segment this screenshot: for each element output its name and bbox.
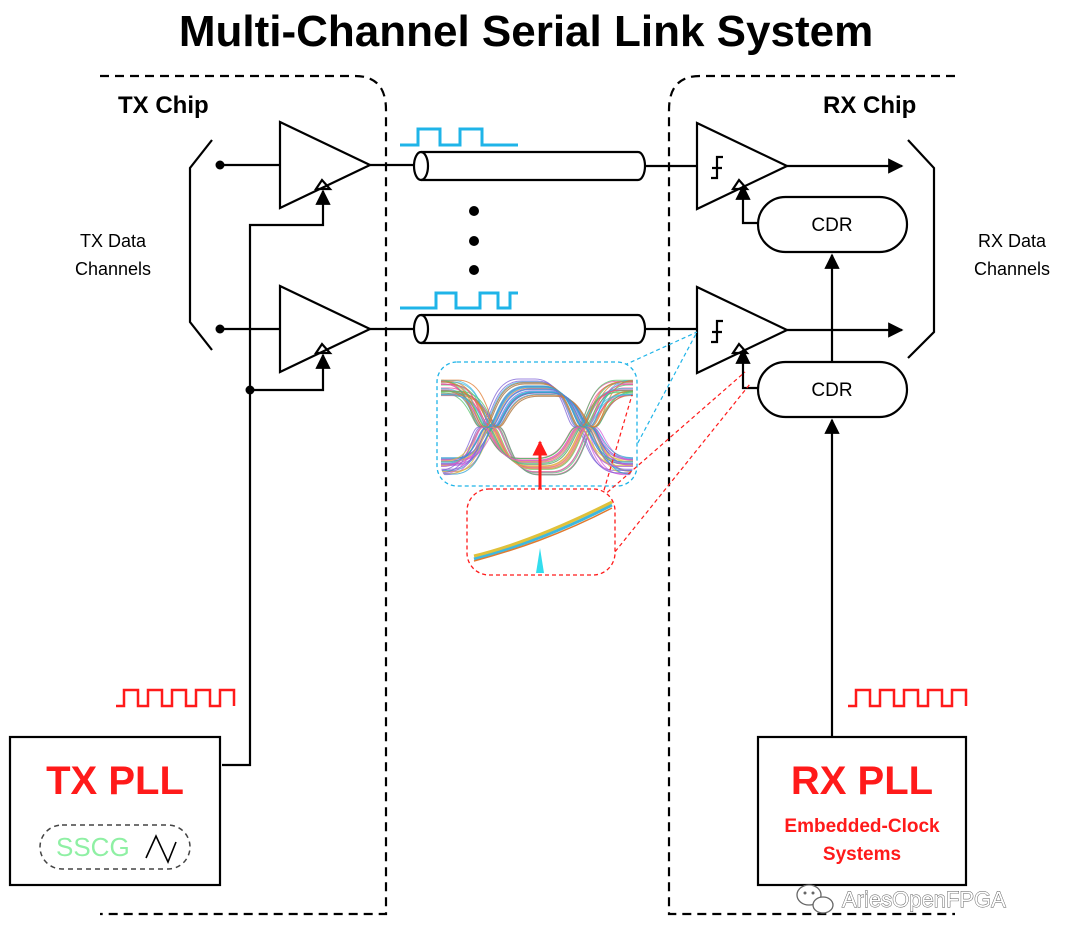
- eye-trace: [441, 379, 633, 428]
- rx-channels-label-line1: RX Data: [978, 231, 1047, 251]
- data-waveform-top: [400, 127, 518, 147]
- eye-trace: [441, 379, 633, 459]
- tx-channels-label-line1: TX Data: [80, 231, 147, 251]
- zoomed-edge-trace-1: [473, 503, 613, 561]
- tx-channels-label-line2: Channels: [75, 259, 151, 279]
- cdr-label-bottom: CDR: [811, 380, 852, 401]
- tx-pll-block: TX PLL SSCG: [8, 735, 222, 887]
- rx-channels-bracket: [907, 139, 936, 359]
- rx-pll-block: RX PLL Embedded-Clock Systems: [756, 735, 968, 887]
- rx-channels-label-line2: Channels: [974, 259, 1050, 279]
- zoomed-edge-trace-2: [473, 500, 613, 558]
- tx-chip-boundary: [100, 74, 388, 916]
- eye-trace: [441, 386, 633, 463]
- rx-pll-sub-label-line2: Systems: [823, 844, 901, 865]
- eye-trace: [441, 426, 633, 467]
- tx-chip-label: TX Chip: [118, 92, 209, 119]
- tx-pll-label: TX PLL: [46, 759, 184, 803]
- cable-bottom: [412, 313, 647, 345]
- rx-chip-label: RX Chip: [823, 92, 916, 119]
- hysteresis-icon-top: [711, 155, 723, 180]
- more-channels-ellipsis: [469, 206, 479, 275]
- data-waveform-bottom: [400, 291, 518, 310]
- rx-pll-sub-label-line1: Embedded-Clock: [784, 816, 940, 837]
- tx-clock-net: [222, 189, 331, 767]
- eye-trace: [441, 390, 633, 465]
- tx-channels-bracket: [188, 139, 213, 351]
- tx-driver-bottom: [278, 284, 373, 374]
- eye-trace: [441, 388, 633, 470]
- eye-diagram-traces: [441, 378, 633, 476]
- channel-top: CDR: [215, 120, 909, 254]
- eye-diagram-callout: [436, 331, 698, 512]
- zoom-callout: [466, 371, 751, 576]
- rx-pll-label: RX PLL: [791, 759, 933, 803]
- diagram-title: Multi-Channel Serial Link System: [179, 7, 873, 56]
- rx-chip-boundary: [667, 74, 955, 916]
- sscg-label: SSCG: [56, 832, 130, 862]
- sscg-box: [39, 824, 191, 870]
- cable-top: [412, 150, 647, 182]
- eye-trace: [441, 385, 633, 464]
- rx-clock-waveform: [848, 688, 968, 708]
- eye-trace: [441, 386, 633, 428]
- eye-trace: [441, 380, 633, 474]
- cdr-block-top: [756, 195, 909, 254]
- sscg-modulation-icon: [145, 834, 177, 865]
- eye-trace: [441, 381, 633, 428]
- tx-clock-waveform: [116, 688, 236, 708]
- cdr-label-top: CDR: [811, 215, 852, 236]
- hysteresis-icon-bottom: [711, 319, 723, 344]
- tx-driver-top: [278, 120, 373, 210]
- tx-clock-junction: [245, 385, 255, 395]
- zoomed-edge-trace-3: [473, 507, 613, 562]
- eye-trace: [441, 394, 633, 428]
- eye-trace: [441, 378, 633, 471]
- eye-trace: [441, 383, 633, 468]
- watermark: AriesOpenFPGA: [796, 884, 1007, 914]
- wechat-icon: [796, 884, 834, 914]
- jitter-histogram-icon: [536, 548, 544, 573]
- watermark-text: AriesOpenFPGA: [842, 887, 1006, 912]
